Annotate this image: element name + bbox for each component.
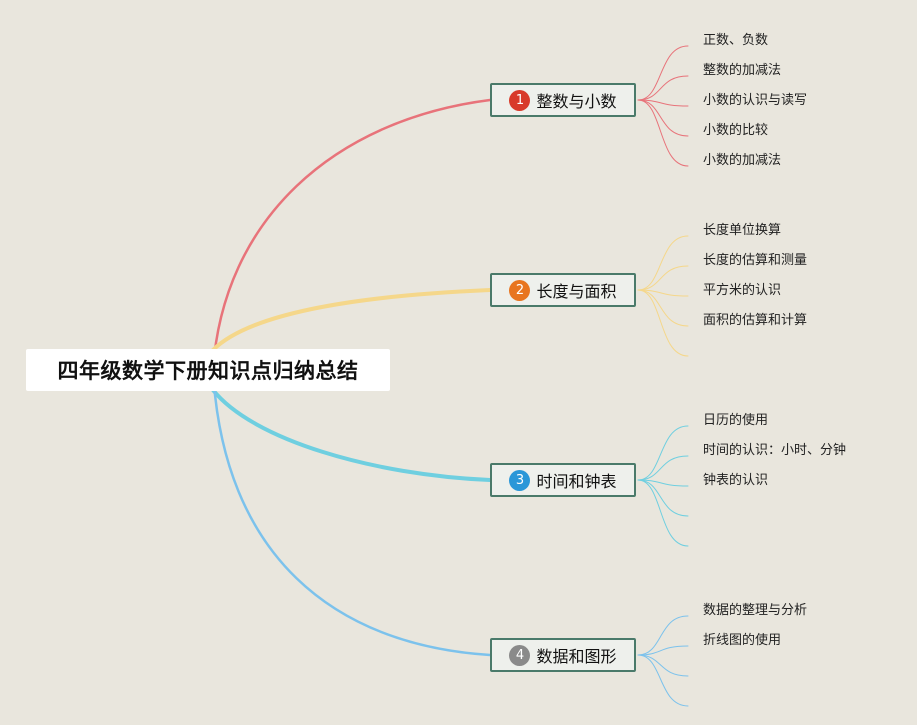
- leaf-topic[interactable]: 平方米的认识: [703, 283, 782, 298]
- leaf-topic[interactable]: 面积的估算和计算: [703, 313, 808, 328]
- leaf-connector: [637, 479, 689, 517]
- leaf-connector: [637, 99, 689, 137]
- root-title: 四年级数学下册知识点归纳总结: [57, 359, 359, 383]
- leaf-connector: [637, 99, 689, 167]
- leaf-topic[interactable]: 数据的整理与分析: [703, 603, 808, 618]
- leaf-topic[interactable]: 小数的认识与读写: [703, 93, 808, 108]
- leaf-connector: [637, 654, 689, 677]
- branch-connector-3: [211, 388, 492, 482]
- branch-length-area[interactable]: 2 长度与面积: [490, 273, 636, 307]
- branch-connector-2: [211, 288, 492, 352]
- leaf-connector: [637, 75, 689, 101]
- branch-time-clock[interactable]: 3 时间和钟表: [490, 463, 636, 497]
- root-topic[interactable]: 四年级数学下册知识点归纳总结: [26, 349, 390, 391]
- branch-label: 长度与面积: [536, 282, 617, 301]
- leaf-connector: [637, 289, 689, 357]
- leaf-connector: [637, 455, 689, 481]
- badge-1: 1: [509, 89, 531, 111]
- leaf-connector: [637, 645, 689, 656]
- badge-4: 4: [509, 644, 531, 666]
- leaf-connector: [637, 45, 689, 101]
- badge-3: 3: [509, 469, 531, 491]
- leaf-connector: [637, 615, 689, 656]
- leaf-topic[interactable]: 小数的加减法: [703, 153, 782, 168]
- leaf-connector: [637, 235, 689, 291]
- branch-label: 时间和钟表: [536, 472, 617, 491]
- branch-label: 整数与小数: [536, 92, 617, 111]
- leaf-topic[interactable]: 正数、负数: [703, 33, 769, 48]
- leaf-connector: [637, 425, 689, 481]
- leaf-connector: [637, 654, 689, 707]
- leaf-connector: [637, 289, 689, 327]
- leaf-topic[interactable]: 日历的使用: [703, 413, 769, 428]
- leaf-connector: [637, 265, 689, 291]
- leaf-topic[interactable]: 整数的加减法: [703, 63, 782, 78]
- leaf-topic[interactable]: 小数的比较: [703, 123, 769, 138]
- branch-data-graphs[interactable]: 4 数据和图形: [490, 638, 636, 672]
- badge-2: 2: [509, 279, 531, 301]
- leaf-topic[interactable]: 钟表的认识: [703, 473, 769, 488]
- leaf-topic[interactable]: 长度单位换算: [703, 223, 782, 238]
- leaf-topic[interactable]: 时间的认识：小时、分钟: [703, 443, 847, 458]
- branch-connector-1: [211, 98, 492, 372]
- leaf-topic[interactable]: 长度的估算和测量: [703, 253, 808, 268]
- leaf-topic[interactable]: 折线图的使用: [703, 633, 782, 648]
- branch-integers-decimals[interactable]: 1 整数与小数: [490, 83, 636, 117]
- branch-connector-4: [211, 368, 492, 657]
- branch-label: 数据和图形: [536, 647, 617, 666]
- leaf-connector: [637, 479, 689, 547]
